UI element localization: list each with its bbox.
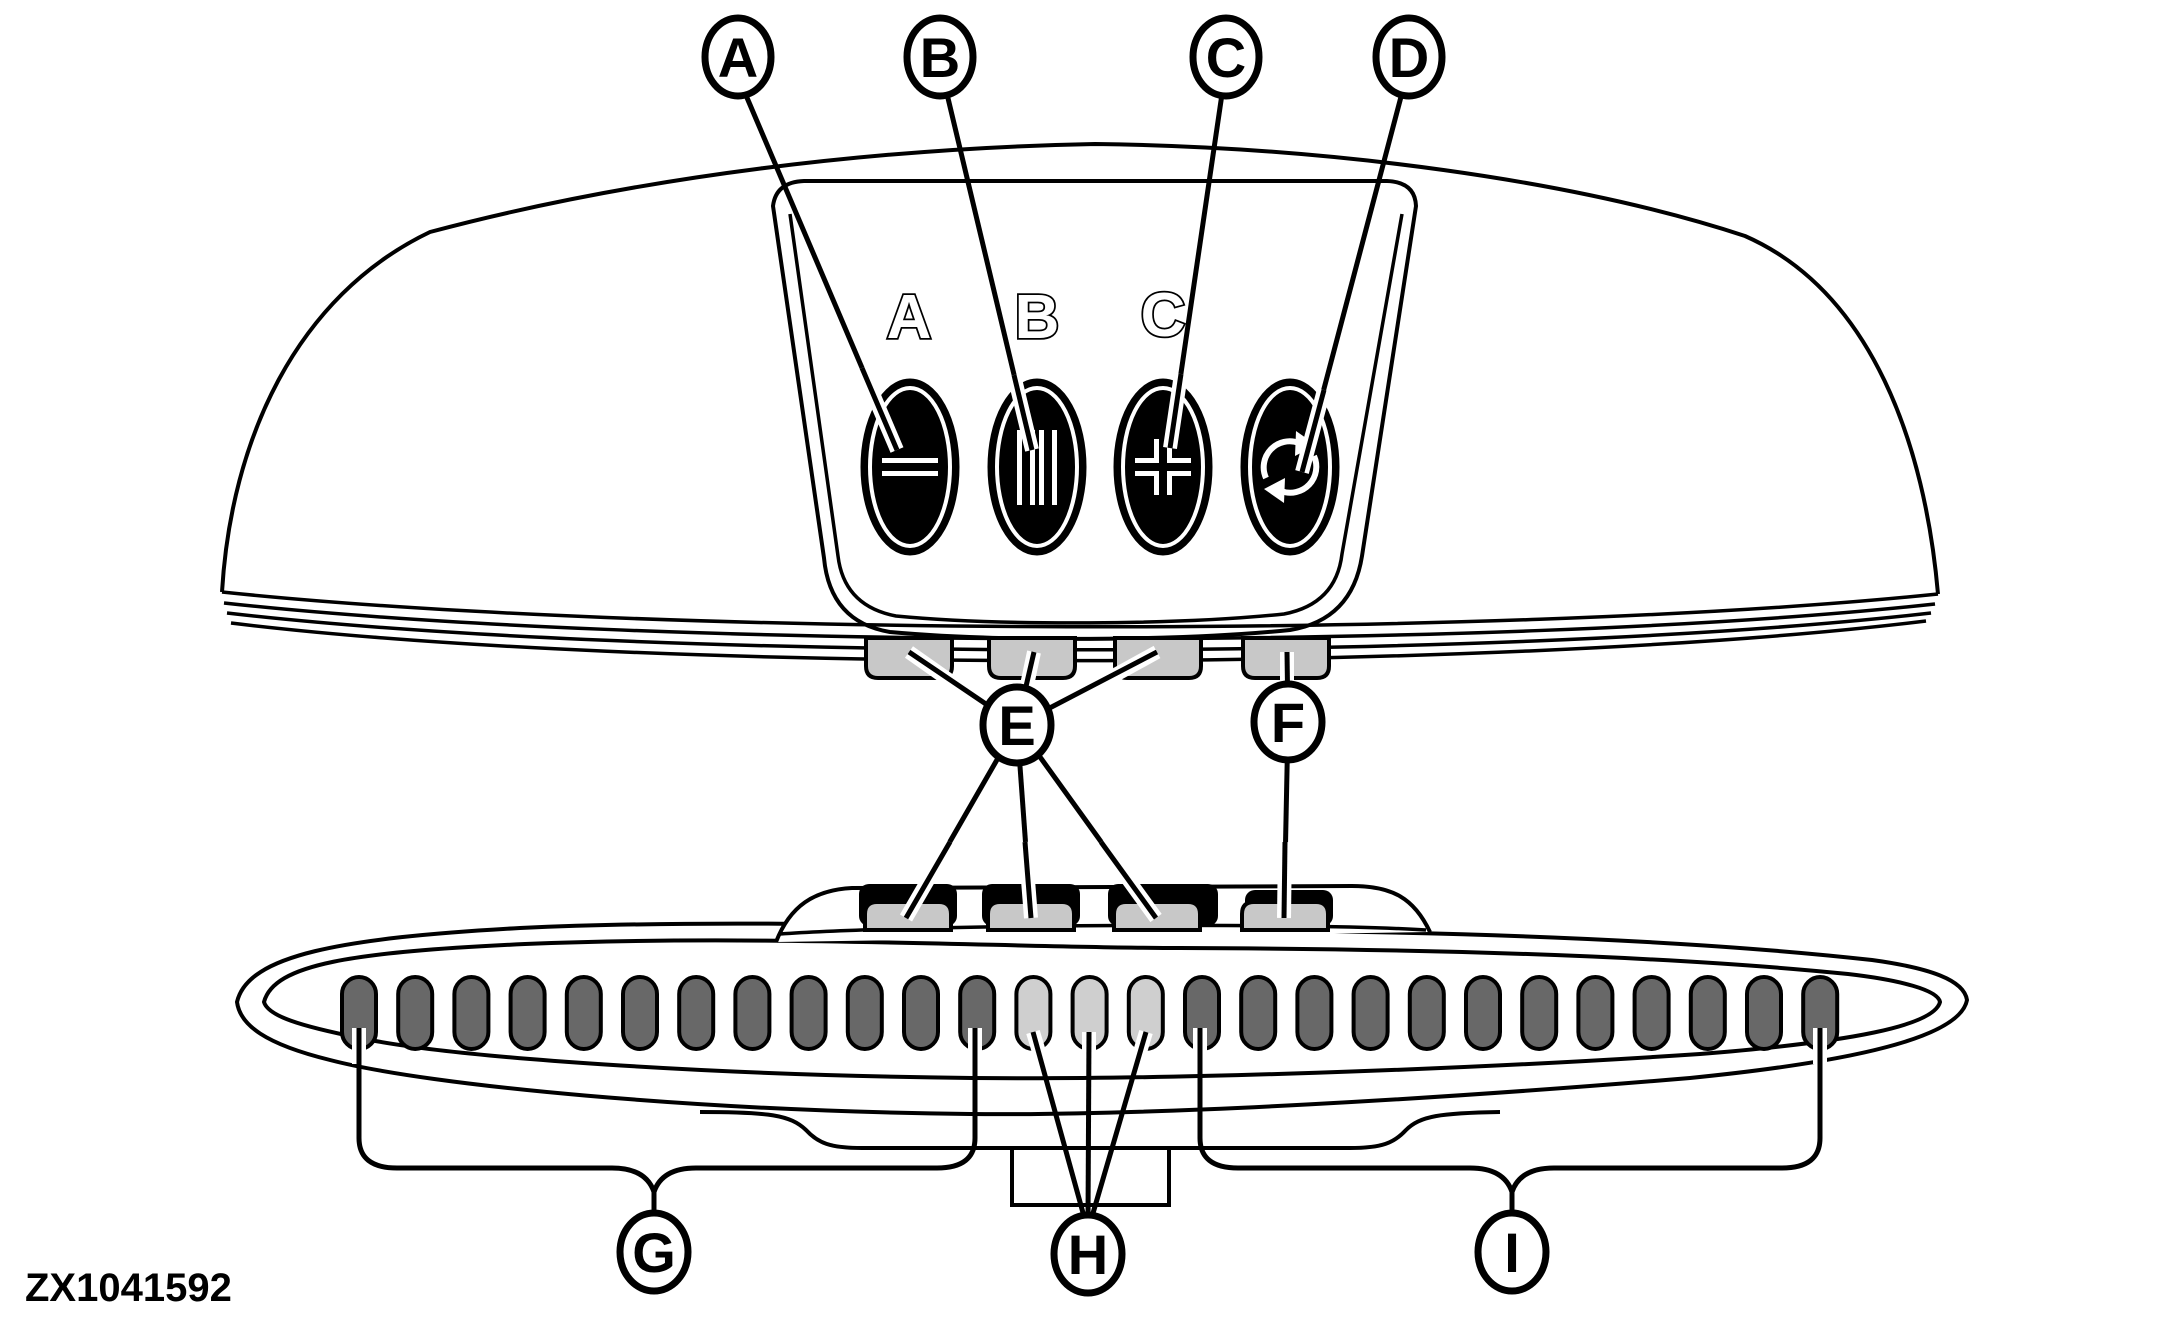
callout-d <box>1372 14 1446 100</box>
callout-f <box>1250 680 1326 764</box>
callout-h-label: H <box>1068 1223 1108 1286</box>
indicator-slots <box>340 975 1840 1051</box>
indicator-slot-dark <box>621 975 659 1051</box>
callout-b <box>903 14 977 100</box>
panel-label-a: A <box>887 283 932 352</box>
indicator-slot-dark <box>1407 975 1446 1051</box>
mount-platform-front-edge <box>779 923 1427 936</box>
panel-label-c: C <box>1141 281 1186 350</box>
control-panel <box>770 179 1419 641</box>
housing-outline <box>220 141 1940 595</box>
callout-lines <box>352 92 1827 1221</box>
housing-bottom-edge <box>221 590 1939 629</box>
callout-c-label: C <box>1206 26 1246 89</box>
callout-a-label: A <box>718 26 758 89</box>
callout-i <box>1474 1209 1550 1295</box>
panel-label-b: B <box>1015 283 1060 352</box>
indicator-slot-dark <box>1576 975 1615 1051</box>
indicator-slot-dark <box>845 975 884 1051</box>
callout-i-label: I <box>1504 1221 1520 1284</box>
callout-e <box>979 683 1055 767</box>
indicator-slot-dark <box>902 975 940 1051</box>
callout-f-label: F <box>1271 691 1305 754</box>
indicator-slot-dark <box>677 975 716 1051</box>
button-minus <box>860 378 960 556</box>
callout-a <box>701 14 775 100</box>
callout-h <box>1050 1211 1126 1297</box>
button-pause <box>987 378 1087 556</box>
indicator-slot-dark <box>1632 975 1671 1051</box>
control-panel-inner-line <box>788 213 1404 625</box>
indicator-slot-dark <box>1520 975 1559 1051</box>
callout-lines-h <box>1026 1029 1153 1221</box>
callout-bracket-i <box>1193 1028 1827 1220</box>
callout-b-label: B <box>920 26 960 89</box>
lightbar-inner-outline <box>261 938 1943 1081</box>
figure-code: ZX1041592 <box>25 1266 232 1310</box>
indicator-slot-dark <box>508 975 547 1051</box>
indicator-slot-dark <box>1688 975 1727 1051</box>
indicator-slot-dark <box>1464 975 1502 1051</box>
top-device: A B C <box>220 141 1940 680</box>
indicator-slot-dark <box>564 975 603 1051</box>
callout-g <box>616 1209 692 1295</box>
button-plus <box>1113 378 1213 556</box>
indicator-slot-dark <box>733 975 772 1051</box>
callout-d-label: D <box>1389 26 1429 89</box>
callout-e-label: E <box>998 694 1035 757</box>
callout-g-label: G <box>632 1221 676 1284</box>
lightbar-outer-outline <box>234 921 1970 1117</box>
indicator-slot-dark <box>1351 975 1390 1051</box>
bottom-device <box>234 883 1970 1207</box>
mount-step <box>699 1110 1501 1150</box>
callout-circles: A B C D E F G H I <box>616 14 1550 1297</box>
callout-bracket-g <box>352 1028 982 1220</box>
indicator-slot-dark <box>452 975 491 1051</box>
indicator-slot-dark <box>396 975 435 1051</box>
callout-c <box>1189 14 1263 100</box>
indicator-slot-dark <box>1295 975 1334 1051</box>
indicator-slot-dark <box>1239 975 1278 1051</box>
indicator-slot-dark <box>1745 975 1783 1051</box>
indicator-slot-dark <box>789 975 828 1051</box>
plus-icon <box>1135 439 1191 495</box>
